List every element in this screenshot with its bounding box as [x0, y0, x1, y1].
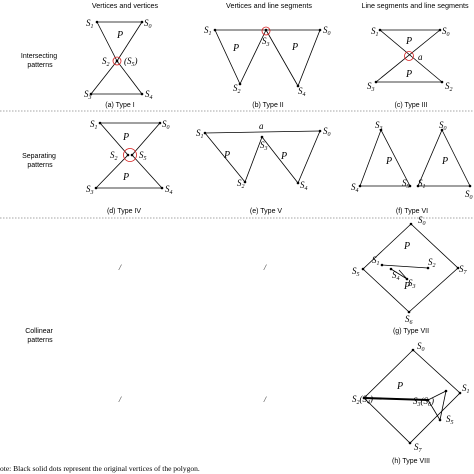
- svg-text:S6: S6: [405, 314, 413, 326]
- svg-text:S0: S0: [323, 25, 331, 37]
- svg-text:S4: S4: [165, 184, 173, 196]
- footnote: ote: Black solid dots represent the orig…: [0, 464, 200, 473]
- row-label-collinear: Collinear patterns: [25, 328, 55, 344]
- svg-text:S1: S1: [204, 25, 212, 37]
- caption-type-1: (a) Type I: [105, 102, 134, 109]
- polygon-label: P: [403, 241, 410, 252]
- svg-text:S3: S3: [408, 278, 416, 290]
- svg-text:S2: S2: [237, 178, 245, 190]
- svg-text:S3: S3: [375, 120, 383, 132]
- svg-text:S0: S0: [439, 120, 447, 132]
- polygon-label: P: [403, 281, 410, 292]
- row-label-intersecting: Intersecting patterns: [21, 53, 59, 69]
- polygon-label: P: [223, 150, 230, 161]
- svg-text:S2: S2: [102, 56, 110, 68]
- caption-type-4: (d) Type IV: [107, 208, 141, 215]
- svg-text:S0: S0: [442, 26, 450, 38]
- diagram-type-3: [375, 29, 443, 83]
- svg-text:S5: S5: [139, 150, 147, 162]
- diagram-type-5: [204, 130, 321, 184]
- svg-text:S1: S1: [371, 26, 379, 38]
- diagram-type-7: [362, 223, 459, 313]
- svg-text:S2: S2: [428, 257, 436, 269]
- diagram-type-8: [363, 349, 461, 444]
- diagram-type-2: [214, 26, 321, 87]
- svg-text:S1: S1: [372, 255, 380, 267]
- svg-text:S1: S1: [418, 178, 426, 190]
- svg-text:S2(S4): S2(S4): [352, 394, 373, 406]
- svg-text:S2: S2: [110, 150, 118, 162]
- svg-text:(S5): (S5): [124, 56, 138, 68]
- svg-text:S3: S3: [84, 89, 92, 101]
- caption-type-6: (f) Type VI: [396, 208, 428, 215]
- highlight-circle: [123, 148, 137, 162]
- diagram-type-1: [90, 21, 143, 95]
- intersection-label: a: [418, 52, 423, 62]
- svg-text:S2: S2: [233, 83, 241, 95]
- polygon-label: P: [385, 156, 392, 167]
- svg-text:S7: S7: [414, 442, 423, 454]
- svg-text:S2: S2: [445, 81, 453, 93]
- vertex-labels: S1 S0 S2 (S5) S3 S4 S1 S0 S3 S2 S4 S1 S0…: [84, 18, 473, 454]
- svg-text:S4: S4: [298, 86, 306, 98]
- svg-text:S1: S1: [90, 119, 98, 131]
- svg-text:S3(S6): S3(S6): [413, 396, 434, 408]
- svg-text:S0: S0: [418, 215, 426, 227]
- svg-text:S1: S1: [196, 128, 204, 140]
- svg-text:S3: S3: [86, 184, 94, 196]
- polygon-label: P: [116, 30, 123, 41]
- header-vertices-vertices: Vertices and vertices: [92, 1, 159, 10]
- caption-type-5: (e) Type V: [250, 208, 282, 215]
- polygon-label: P: [122, 132, 129, 143]
- polygon-label: P: [232, 43, 239, 54]
- svg-text:S4: S4: [392, 270, 400, 282]
- header-segments-segments: Line segments and line segments: [361, 1, 468, 10]
- caption-type-8: (h) Type VIII: [392, 458, 430, 465]
- empty-marker-h2: /: [263, 395, 267, 404]
- svg-text:S1: S1: [462, 383, 470, 395]
- diagram-type-4: [95, 122, 163, 189]
- polygon-label: P: [405, 69, 412, 80]
- polygon-label: P: [441, 156, 448, 167]
- empty-marker-h1: /: [118, 395, 122, 404]
- polygon-label: P: [405, 36, 412, 47]
- empty-marker-g1: /: [118, 263, 122, 272]
- svg-text:S0: S0: [162, 119, 170, 131]
- highlight-circle: [112, 56, 122, 66]
- svg-text:S3: S3: [260, 140, 268, 152]
- polygon-label: P: [122, 172, 129, 183]
- caption-type-3: (c) Type III: [395, 102, 428, 109]
- diagram-type-6: [359, 129, 471, 187]
- header-vertices-segments: Vertices and line segments: [226, 1, 312, 10]
- svg-text:S5: S5: [446, 414, 454, 426]
- svg-text:S5: S5: [402, 178, 410, 190]
- svg-text:S1: S1: [86, 18, 94, 30]
- svg-text:S0: S0: [417, 341, 425, 353]
- svg-text:S3: S3: [262, 36, 270, 48]
- svg-text:S7: S7: [459, 264, 468, 276]
- svg-text:S3: S3: [367, 81, 375, 93]
- svg-text:S5: S5: [352, 266, 360, 278]
- svg-text:S4: S4: [300, 180, 308, 192]
- svg-text:S0: S0: [465, 189, 473, 201]
- row-label-separating: Separating patterns: [22, 153, 58, 169]
- highlight-circle: [261, 26, 271, 36]
- polygon-label: P: [280, 151, 287, 162]
- highlight-circle: [404, 51, 414, 61]
- polygon-label: P: [396, 381, 403, 392]
- caption-type-7: (g) Type VII: [393, 328, 429, 335]
- intersection-label: a: [259, 121, 264, 131]
- svg-text:S0: S0: [323, 126, 331, 138]
- svg-text:S0: S0: [144, 18, 152, 30]
- caption-type-2: (b) Type II: [252, 102, 283, 109]
- svg-text:S4: S4: [145, 89, 153, 101]
- svg-text:S4: S4: [351, 182, 359, 194]
- polygon-label: P: [291, 42, 298, 53]
- empty-marker-g2: /: [263, 263, 267, 272]
